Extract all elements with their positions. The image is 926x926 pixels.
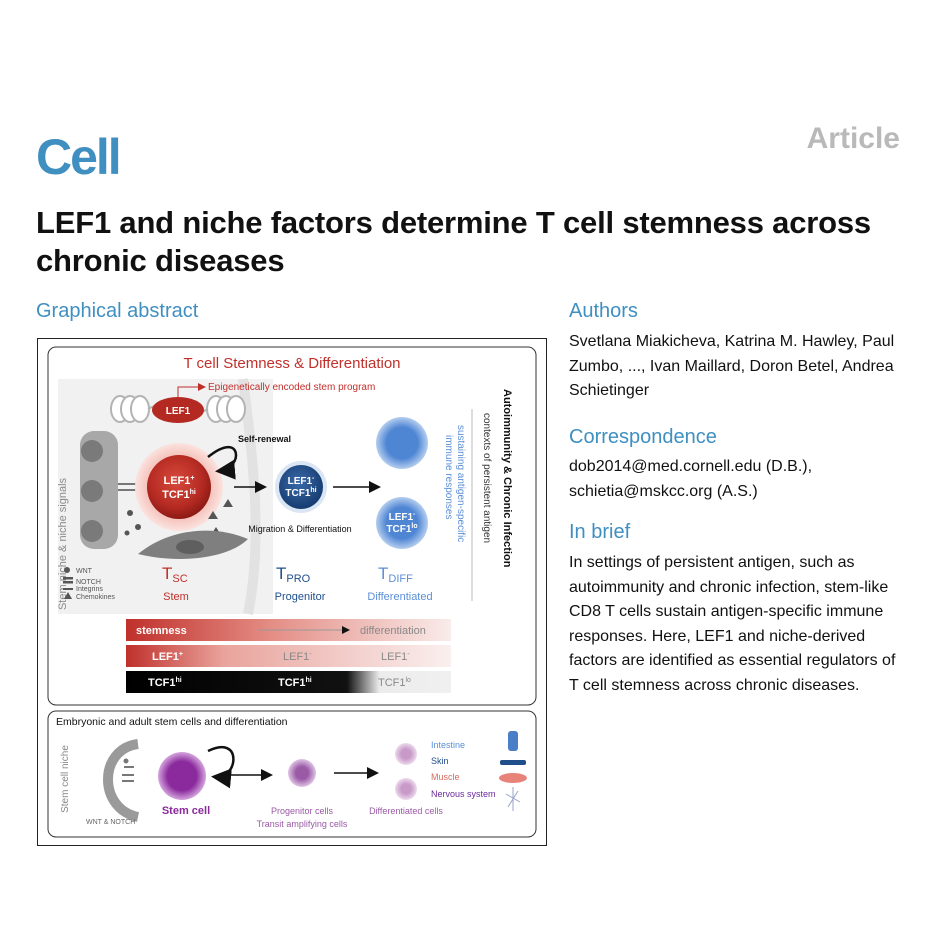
article-title: LEF1 and niche factors determine T cell … [36,205,871,278]
stem-cell-label: Stem cell [162,805,210,817]
svg-text:LEF1+: LEF1+ [152,651,183,663]
migration-label: Migration & Differentiation [248,524,351,534]
tdiff-cell-top [376,417,428,469]
svg-text:TCF1hi: TCF1hi [278,677,312,689]
svg-text:stemness: stemness [136,625,187,637]
top-title: T cell Stemness & Differentiation [183,355,400,372]
correspondence-emails[interactable]: dob2014@med.cornell.edu (D.B.), schietia… [569,458,813,500]
epigenetic-label: Epigenetically encoded stem program [208,382,375,393]
niche-signals-label: Stem niche & niche signals [57,477,69,610]
article-type: Article [806,122,900,155]
svg-text:Muscle: Muscle [431,772,460,782]
svg-text:LEF1: LEF1 [166,406,191,417]
svg-text:LEF1-: LEF1- [283,651,312,663]
context-sub: contexts of persistent antigen [481,413,492,543]
stem-label: Stem [163,591,189,603]
journal-logo: Cell [36,129,122,185]
context-blue-2: immune responses [443,435,454,519]
progenitor-cell [288,759,316,787]
svg-text:TSC: TSC [162,564,188,585]
intestine-icon [508,731,518,751]
niche-arc [103,739,140,822]
authors-list: Svetlana Miakicheva, Katrina M. Hawley, … [569,333,895,399]
bottom-title: Embryonic and adult stem cells and diffe… [56,716,288,728]
svg-text:WNT & NOTCH: WNT & NOTCH [86,819,135,826]
tpro-cell [279,465,323,509]
tsc-cell [147,455,211,519]
signal-legend: WNT NOTCH Integrins Chemokines [63,567,115,601]
graphical-abstract-figure: T cell Stemness & Differentiation Stem n… [37,338,547,846]
graphical-abstract-heading: Graphical abstract [36,300,199,322]
context-heading: Autoimmunity & Chronic Infection [501,389,513,568]
svg-text:TCF1lo: TCF1lo [378,677,411,689]
purple-stem-cell [158,752,206,800]
svg-text:Integrins: Integrins [76,586,103,593]
svg-text:NOTCH: NOTCH [76,579,101,586]
svg-text:Differentiated cells: Differentiated cells [369,806,443,816]
graphical-abstract-svg: T cell Stemness & Differentiation Stem n… [47,346,537,838]
svg-text:Transit amplifying cells: Transit amplifying cells [257,819,348,829]
authors-heading: Authors [569,300,638,322]
neuron-icon [505,787,521,811]
self-renewal-arrow [207,445,238,480]
tdiff-cell [376,497,428,549]
tcf1-bar [126,671,451,693]
svg-text:TCF1hi: TCF1hi [148,677,182,689]
lef1-factor [152,397,204,423]
svg-text:TPRO: TPRO [276,564,311,585]
svg-text:Progenitor cells: Progenitor cells [271,806,334,816]
svg-text:differentiation: differentiation [360,625,426,637]
skin-icon [500,760,526,765]
svg-text:Intestine: Intestine [431,740,465,750]
in-brief-heading: In brief [569,521,631,543]
svg-text:LEF1-: LEF1- [381,651,410,663]
svg-text:LEF1+: LEF1+ [164,475,195,487]
diff-cell-1 [395,743,417,765]
lef1-bar [126,645,451,667]
svg-text:Nervous system: Nervous system [431,789,496,799]
svg-text:TDIFF: TDIFF [378,564,413,585]
svg-text:LEF1-: LEF1- [389,511,416,523]
context-blue-1: sustaining antigen-specific [455,425,466,542]
svg-text:WNT: WNT [76,568,93,575]
differentiated-label: Differentiated [367,591,432,603]
progenitor-label: Progenitor [275,591,326,603]
correspondence-heading: Correspondence [569,426,717,448]
svg-text:TCF1hi: TCF1hi [162,489,196,501]
in-brief-text: In settings of persistent antigen, such … [569,554,896,694]
self-renewal-label: Self-renewal [238,434,291,444]
dna-coil [110,395,246,423]
muscle-icon [499,773,527,783]
svg-text:TCF1hi: TCF1hi [285,487,316,499]
svg-text:TCF1lo: TCF1lo [386,523,417,535]
svg-text:LEF1-: LEF1- [288,475,315,487]
svg-text:Chemokines: Chemokines [76,594,115,601]
stem-niche-label: Stem cell niche [60,745,71,813]
diff-cell-2 [395,778,417,800]
svg-text:Skin: Skin [431,756,449,766]
